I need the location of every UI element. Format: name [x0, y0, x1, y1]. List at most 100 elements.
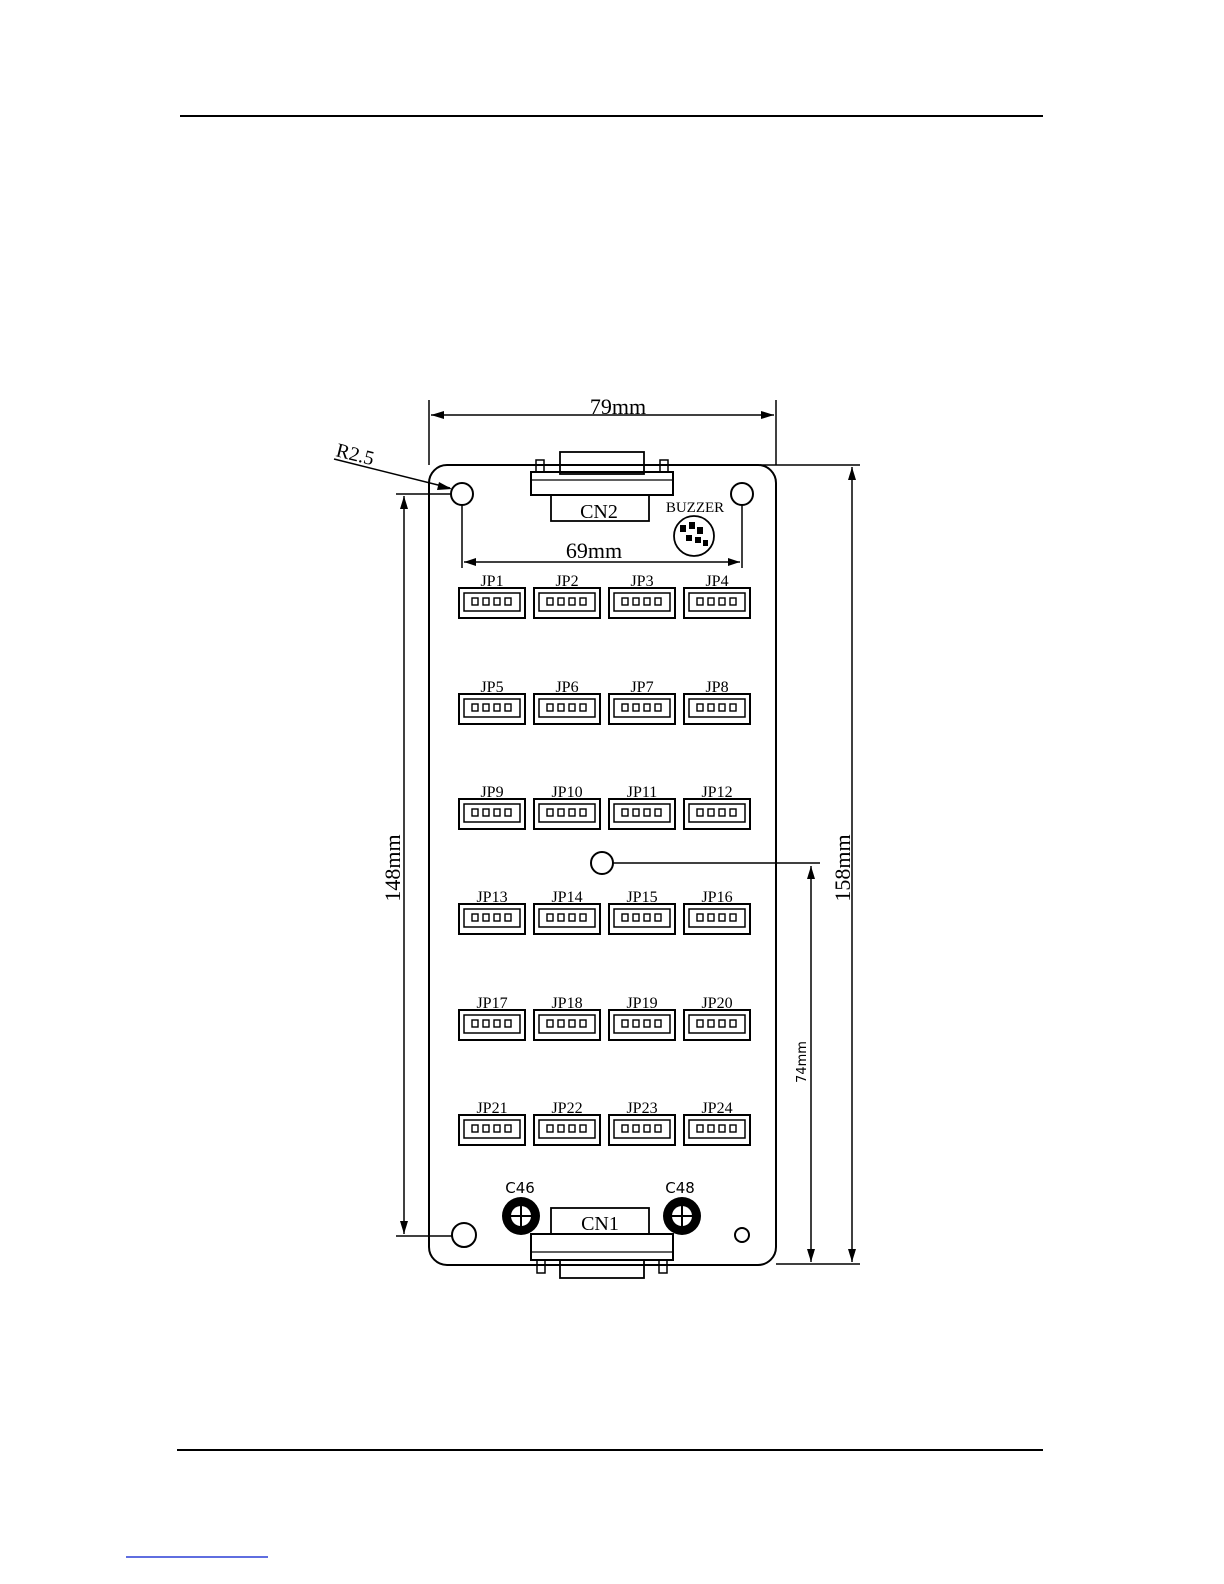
jumper-pin: [472, 809, 478, 816]
jumper-pin: [494, 704, 500, 711]
jumper-jp10: JP10: [534, 784, 600, 829]
mounting-hole-bottom-right: [735, 1228, 749, 1242]
jumper-jp22: JP22: [534, 1100, 600, 1145]
jumper-pin: [505, 1125, 511, 1132]
jumper-pin: [472, 1020, 478, 1027]
jumper-pin: [644, 704, 650, 711]
jumper-jp18: JP18: [534, 995, 600, 1040]
jumper-pin: [569, 598, 575, 605]
jumper-pin: [558, 704, 564, 711]
jumper-pin: [547, 809, 553, 816]
jumper-pin: [558, 1020, 564, 1027]
jumper-pin: [708, 914, 714, 921]
jumper-pin: [580, 1020, 586, 1027]
mid-hole-label: 74mm: [795, 1041, 810, 1083]
connector-cn2-label: CN2: [580, 501, 618, 523]
jumper-pin: [655, 598, 661, 605]
jumper-pin: [633, 809, 639, 816]
jumper-jp24: JP24: [684, 1100, 750, 1145]
jumper-pin: [697, 598, 703, 605]
jumper-pin: [697, 704, 703, 711]
jumper-pin: [569, 809, 575, 816]
jumper-pin: [472, 1125, 478, 1132]
jumper-pin: [633, 598, 639, 605]
jumper-pin: [730, 809, 736, 816]
mounting-hole-top-right: [731, 483, 753, 505]
jumper-pin: [644, 809, 650, 816]
jumper-jp15: JP15: [609, 889, 675, 934]
jumper-pin: [697, 1020, 703, 1027]
jumper-pin: [580, 704, 586, 711]
jumper-pin: [633, 1125, 639, 1132]
jumper-jp14: JP14: [534, 889, 600, 934]
jumper-pin: [708, 704, 714, 711]
jumper-jp2: JP2: [534, 573, 600, 618]
jumper-pin: [644, 914, 650, 921]
jumper-pin: [505, 1020, 511, 1027]
jumper-pin: [633, 1020, 639, 1027]
jumper-pin: [708, 1125, 714, 1132]
jumper-pin: [483, 1020, 489, 1027]
jumper-pin: [644, 598, 650, 605]
jumper-pin: [472, 914, 478, 921]
jumper-pin: [644, 1020, 650, 1027]
jumper-jp20: JP20: [684, 995, 750, 1040]
board-height-label: 158mm: [830, 834, 855, 901]
jumper-pin: [472, 704, 478, 711]
jumper-jp16: JP16: [684, 889, 750, 934]
jumper-pin: [547, 914, 553, 921]
jumper-pin: [708, 598, 714, 605]
jumper-pin: [569, 1020, 575, 1027]
capacitor-c46: [502, 1197, 540, 1235]
mounting-hole-top-left: [451, 483, 473, 505]
capacitor-c48-label: C48: [665, 1179, 695, 1197]
radius-label: R2.5: [334, 440, 377, 471]
jumper-pin: [622, 914, 628, 921]
jumper-jp12: JP12: [684, 784, 750, 829]
jumper-pin: [719, 598, 725, 605]
jumper-pin: [547, 704, 553, 711]
jumper-jp11: JP11: [609, 784, 675, 829]
jumper-pin: [483, 598, 489, 605]
jumper-pin: [569, 1125, 575, 1132]
jumper-pin: [558, 1125, 564, 1132]
jumper-pin: [644, 1125, 650, 1132]
buzzer-icon: [674, 516, 714, 556]
jumper-pin: [708, 809, 714, 816]
jumper-pin: [580, 914, 586, 921]
jumper-pin: [697, 1125, 703, 1132]
jumper-pin: [730, 914, 736, 921]
jumper-pin: [494, 1125, 500, 1132]
jumper-jp13: JP13: [459, 889, 525, 934]
jumper-jp17: JP17: [459, 995, 525, 1040]
jumper-pin: [505, 704, 511, 711]
jumper-pin: [622, 1125, 628, 1132]
jumper-pin: [622, 809, 628, 816]
mid-hole-dimension: [613, 863, 820, 1262]
jumper-pin: [622, 704, 628, 711]
jumper-jp4: JP4: [684, 573, 750, 618]
jumper-jp19: JP19: [609, 995, 675, 1040]
jumper-pin: [580, 1125, 586, 1132]
capacitor-c46-label: C46: [505, 1179, 535, 1197]
jumper-pin: [719, 1020, 725, 1027]
jumper-pin: [569, 704, 575, 711]
jumper-pin: [505, 809, 511, 816]
jumper-pin: [622, 1020, 628, 1027]
jumper-pin: [494, 809, 500, 816]
jumper-pin: [505, 914, 511, 921]
hole-span-label: 69mm: [566, 538, 622, 563]
jumper-pin: [558, 914, 564, 921]
jumper-pin: [580, 598, 586, 605]
jumper-pin: [569, 914, 575, 921]
mounting-hole-center: [591, 852, 613, 874]
jumper-pin: [558, 809, 564, 816]
jumper-pin: [494, 914, 500, 921]
jumper-jp5: JP5: [459, 679, 525, 724]
jumper-pin: [580, 809, 586, 816]
jumper-pin: [719, 1125, 725, 1132]
jumper-pin: [655, 1125, 661, 1132]
jumper-pin: [633, 914, 639, 921]
